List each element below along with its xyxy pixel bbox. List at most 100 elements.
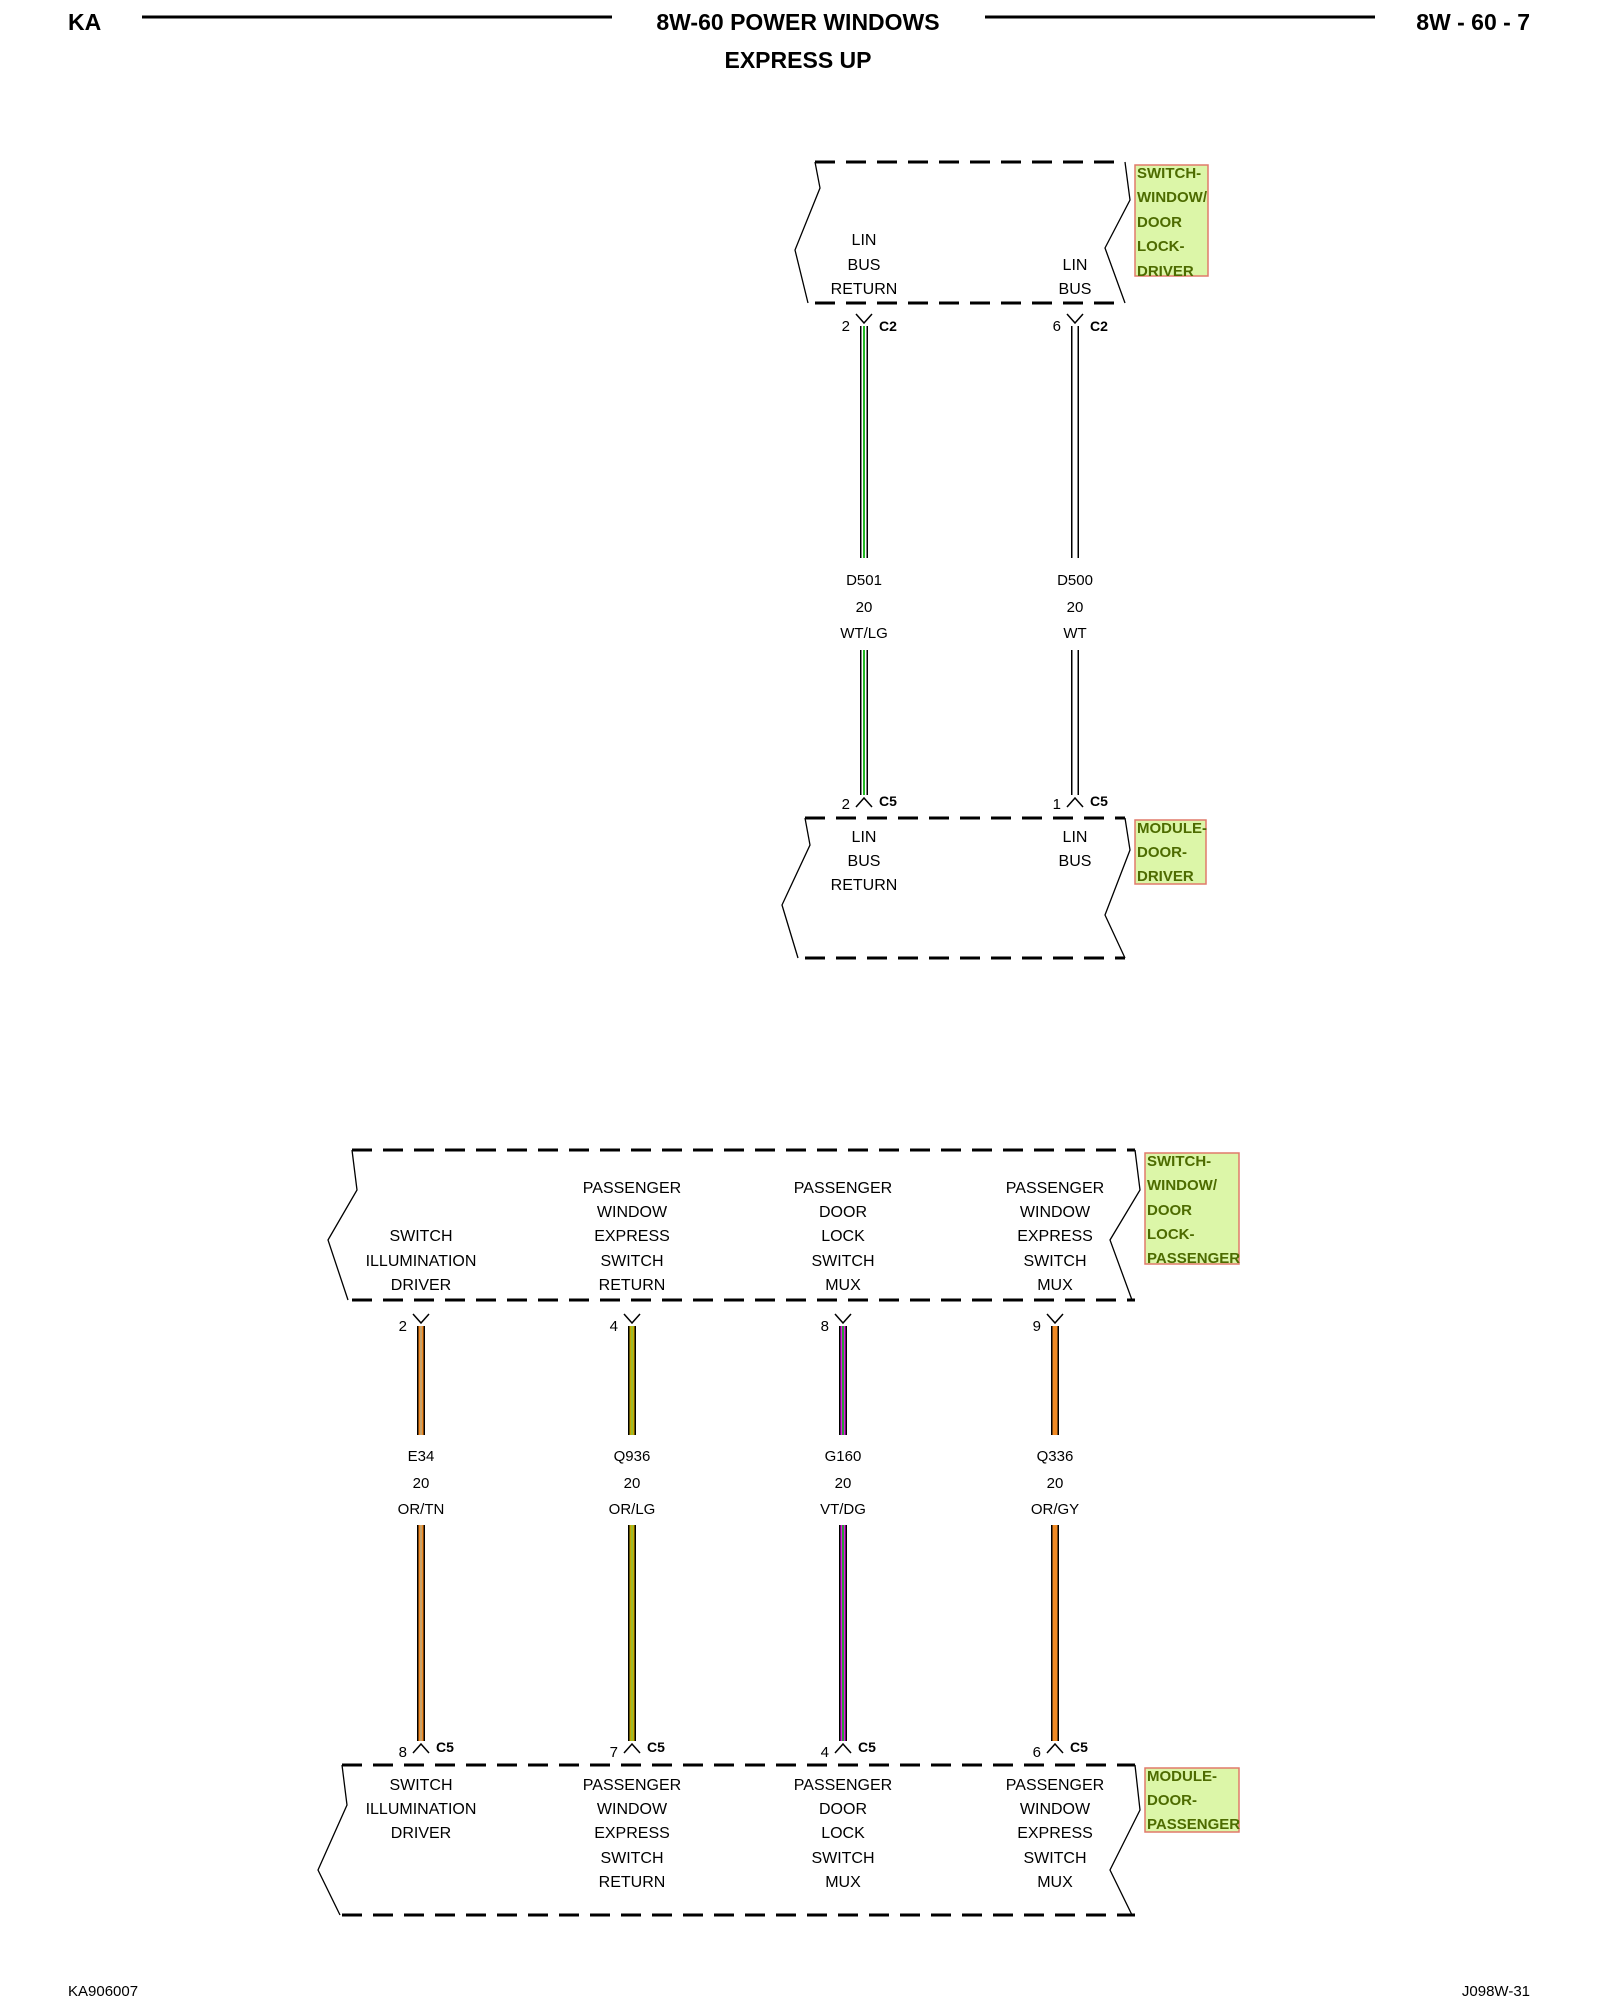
wire-circuit-id: D501 xyxy=(846,572,882,589)
component-name-tag xyxy=(1134,164,1209,277)
component-break-right xyxy=(1109,1149,1141,1301)
wire-circuit-id: G160 xyxy=(825,1448,862,1465)
pin-function-label: RETURN xyxy=(831,281,898,298)
pin-function-label: EXPRESS xyxy=(594,1825,670,1842)
component-name-line: MODULE- xyxy=(1147,1768,1217,1785)
component-name-line: WINDOW/ xyxy=(1147,1177,1218,1194)
page-reference: 8W - 60 - 7 xyxy=(1416,9,1530,35)
pin-number: 8 xyxy=(399,1744,407,1761)
component-switch-window-door-lock-driver: SWITCH- WINDOW/ DOOR LOCK- DRIVER LIN BU… xyxy=(794,160,1209,335)
component-break-right xyxy=(1104,817,1131,959)
pin-function-label: SWITCH xyxy=(811,1850,874,1867)
connector-terminal-icon xyxy=(412,1313,430,1325)
wire-gauge: 20 xyxy=(1067,599,1084,616)
connector-terminal-icon xyxy=(1046,1313,1064,1325)
pin-function-label: LOCK xyxy=(821,1228,865,1245)
component-name-line: DOOR xyxy=(1147,1202,1192,1219)
connector-terminal-icon xyxy=(1046,1742,1064,1754)
pin-function-label: WINDOW xyxy=(1020,1204,1091,1221)
wire-circuit-id: D500 xyxy=(1057,572,1093,589)
pin-function-label: SWITCH xyxy=(1023,1850,1086,1867)
connector-terminal-icon xyxy=(855,796,873,808)
pin-function-label: MUX xyxy=(1037,1277,1073,1294)
component-name-tag xyxy=(1144,1152,1240,1265)
connector-terminal-icon xyxy=(834,1742,852,1754)
connector-terminal-icon xyxy=(1066,313,1084,325)
pin-function-label: PASSENGER xyxy=(794,1777,892,1794)
pin-function-label: DRIVER xyxy=(391,1825,451,1842)
pin-function-label: MUX xyxy=(825,1277,861,1294)
pin-function-label: BUS xyxy=(1059,281,1092,298)
component-name-line: LOCK- xyxy=(1147,1226,1195,1243)
component-break-right xyxy=(1104,161,1131,304)
connector-terminal-icon xyxy=(834,1313,852,1325)
component-module-door-driver: MODULE- DOOR- DRIVER LIN BUS RETURN LIN … xyxy=(781,793,1207,960)
component-name-line: DRIVER xyxy=(1137,263,1194,280)
pin-number: 4 xyxy=(821,1744,829,1761)
pin-function-label: LIN xyxy=(852,232,877,249)
pin-function-label: WINDOW xyxy=(597,1801,668,1818)
wire-color-code: OR/TN xyxy=(398,1501,445,1518)
wire-gauge: 20 xyxy=(856,599,873,616)
connector-id: C5 xyxy=(1090,793,1108,809)
pin-number: 6 xyxy=(1053,318,1061,335)
pin-function-label: ILLUMINATION xyxy=(366,1801,477,1818)
wire-color-code: OR/LG xyxy=(609,1501,656,1518)
pin-function-label: LOCK xyxy=(821,1825,865,1842)
component-name-line: SWITCH- xyxy=(1137,165,1201,182)
wire-color-code: OR/GY xyxy=(1031,1501,1079,1518)
pin-function-label: RETURN xyxy=(831,877,898,894)
component-name-tag xyxy=(1134,819,1207,885)
wire-color-code: WT/LG xyxy=(840,625,888,642)
component-name-line: DRIVER xyxy=(1137,868,1194,885)
wire-gauge: 20 xyxy=(624,1475,641,1492)
wire-color-code: VT/DG xyxy=(820,1501,866,1518)
pin-function-label: LIN xyxy=(1063,257,1088,274)
pin-function-label: EXPRESS xyxy=(594,1228,670,1245)
footer-right-code: J098W-31 xyxy=(1462,1983,1530,2000)
wire-gauge: 20 xyxy=(835,1475,852,1492)
pin-function-label: PASSENGER xyxy=(583,1180,681,1197)
pin-function-label: DOOR xyxy=(819,1801,867,1818)
wire-layer xyxy=(417,326,1079,1741)
pin-function-label: DRIVER xyxy=(391,1277,451,1294)
pin-number: 2 xyxy=(842,318,850,335)
pin-function-label: BUS xyxy=(848,257,881,274)
wire-gauge: 20 xyxy=(1047,1475,1064,1492)
pin-function-label: RETURN xyxy=(599,1874,666,1891)
footer-left-code: KA906007 xyxy=(68,1983,138,2000)
pin-number: 1 xyxy=(1053,796,1061,813)
pin-number: 9 xyxy=(1033,1318,1041,1335)
pin-function-label: BUS xyxy=(848,853,881,870)
pin-number: 2 xyxy=(842,796,850,813)
connector-id: C5 xyxy=(879,793,897,809)
component-break-left xyxy=(781,817,811,959)
pin-function-label: MUX xyxy=(1037,1874,1073,1891)
pin-function-label: PASSENGER xyxy=(583,1777,681,1794)
wire-color-code: WT xyxy=(1063,625,1086,642)
pin-function-label: WINDOW xyxy=(597,1204,668,1221)
wire-circuit-id: Q336 xyxy=(1037,1448,1074,1465)
pin-function-label: EXPRESS xyxy=(1017,1228,1093,1245)
component-name-line: SWITCH- xyxy=(1147,1153,1211,1170)
pin-number: 2 xyxy=(399,1318,407,1335)
pin-function-label: DOOR xyxy=(819,1204,867,1221)
connector-terminal-icon xyxy=(412,1742,430,1754)
pin-number: 6 xyxy=(1033,1744,1041,1761)
pin-function-label: LIN xyxy=(852,829,877,846)
component-name-line: MODULE- xyxy=(1137,820,1207,837)
component-name-line: LOCK- xyxy=(1137,238,1185,255)
connector-terminal-icon xyxy=(855,313,873,325)
pin-function-label: MUX xyxy=(825,1874,861,1891)
component-name-line: DOOR- xyxy=(1147,1792,1197,1809)
component-break-right xyxy=(1109,1764,1141,1916)
page-title: 8W-60 POWER WINDOWS xyxy=(656,9,939,35)
pin-number: 4 xyxy=(610,1318,618,1335)
pin-function-label: SWITCH xyxy=(389,1777,452,1794)
pin-function-label: RETURN xyxy=(599,1277,666,1294)
component-name-line: WINDOW/ xyxy=(1137,189,1208,206)
connector-id: C5 xyxy=(647,1739,665,1755)
connector-id: C2 xyxy=(879,318,897,334)
pin-function-label: PASSENGER xyxy=(794,1180,892,1197)
